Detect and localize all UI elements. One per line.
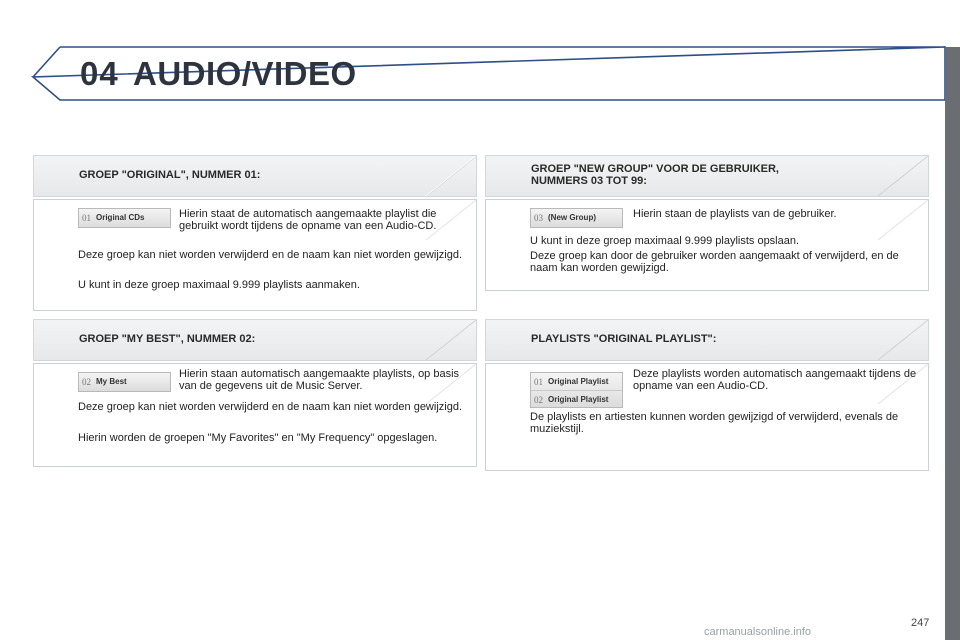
paragraph: U kunt in deze groep maximaal 9.999 play… xyxy=(530,235,800,247)
paragraph: Deze groep kan niet worden verwijderd en… xyxy=(78,249,463,261)
section-title: GROEP "NEW GROUP" VOOR DE GEBRUIKER, NUM… xyxy=(531,163,779,187)
thumbnail-number: 02 xyxy=(82,377,91,387)
section-title-line: GROEP "NEW GROUP" VOOR DE GEBRUIKER, xyxy=(531,163,779,175)
section-content-original: 01 Original CDs Hierin staat de automati… xyxy=(33,199,477,311)
thumbnail-number: 01 xyxy=(82,213,91,223)
thumbnail-row: 02 Original Playlist xyxy=(531,390,622,408)
section-content-new-group: 03 (New Group) Hierin staan de playlists… xyxy=(485,199,929,291)
diagonal-decoration xyxy=(877,364,928,404)
diagonal-decoration xyxy=(425,156,476,196)
section-heading-original-playlist: PLAYLISTS "ORIGINAL PLAYLIST": xyxy=(485,319,929,361)
paragraph: Hierin staat de automatisch aangemaakte … xyxy=(179,208,437,232)
section-title-line: NUMMERS 03 TOT 99: xyxy=(531,175,647,187)
paragraph: U kunt in deze groep maximaal 9.999 play… xyxy=(78,279,360,291)
section-heading-new-group: GROEP "NEW GROUP" VOOR DE GEBRUIKER, NUM… xyxy=(485,155,929,197)
page-number: 247 xyxy=(911,617,930,629)
watermark: carmanualsonline.info xyxy=(704,626,812,638)
group-thumbnail: 02 My Best xyxy=(78,372,171,392)
paragraph: Hierin staan de playlists van de gebruik… xyxy=(633,208,837,220)
section-content-original-playlist: 01 Original Playlist 02 Original Playlis… xyxy=(485,363,929,471)
thumbnail-label: Original CDs xyxy=(96,213,145,222)
section-heading-my-best: GROEP "MY BEST", NUMMER 02: xyxy=(33,319,477,361)
paragraph: Deze groep kan niet worden verwijderd en… xyxy=(78,401,463,413)
paragraph: Hierin staan automatisch aangemaakte pla… xyxy=(179,368,460,392)
paragraph: Hierin worden de groepen "My Favorites" … xyxy=(78,432,438,444)
diagonal-decoration xyxy=(425,320,476,360)
paragraph: De playlists en artiesten kunnen worden … xyxy=(530,411,899,435)
section-title: PLAYLISTS "ORIGINAL PLAYLIST": xyxy=(531,333,717,345)
diagonal-decoration xyxy=(425,200,476,240)
section-content-my-best: 02 My Best Hierin staan automatisch aang… xyxy=(33,363,477,467)
thumbnail-label: My Best xyxy=(96,377,127,386)
thumbnail-label: Original Playlist xyxy=(548,377,609,386)
chapter-number: 04 xyxy=(80,55,119,92)
diagonal-decoration xyxy=(877,320,928,360)
diagonal-decoration xyxy=(425,364,476,404)
thumbnail-number: 02 xyxy=(534,395,543,405)
group-thumbnail: 03 (New Group) xyxy=(530,208,623,228)
section-title: GROEP "ORIGINAL", NUMMER 01: xyxy=(79,169,261,181)
group-thumbnail: 01 Original CDs xyxy=(78,208,171,228)
chapter-title: AUDIO/VIDEO xyxy=(133,55,357,92)
thumbnail-label: (New Group) xyxy=(548,213,596,222)
section-title: GROEP "MY BEST", NUMMER 02: xyxy=(79,333,256,345)
thumbnail-number: 03 xyxy=(534,213,543,223)
paragraph: Deze groep kan door de gebruiker worden … xyxy=(530,250,899,274)
chapter-header: 04 AUDIO/VIDEO xyxy=(0,0,960,110)
thumbnail-number: 01 xyxy=(534,377,543,387)
diagonal-decoration xyxy=(877,156,928,196)
paragraph: Deze playlists worden automatisch aangem… xyxy=(633,368,917,392)
section-heading-original: GROEP "ORIGINAL", NUMMER 01: xyxy=(33,155,477,197)
diagonal-decoration xyxy=(877,200,928,240)
playlist-thumbnail: 01 Original Playlist 02 Original Playlis… xyxy=(530,372,623,408)
thumbnail-label: Original Playlist xyxy=(548,395,609,404)
side-bar xyxy=(945,47,960,640)
